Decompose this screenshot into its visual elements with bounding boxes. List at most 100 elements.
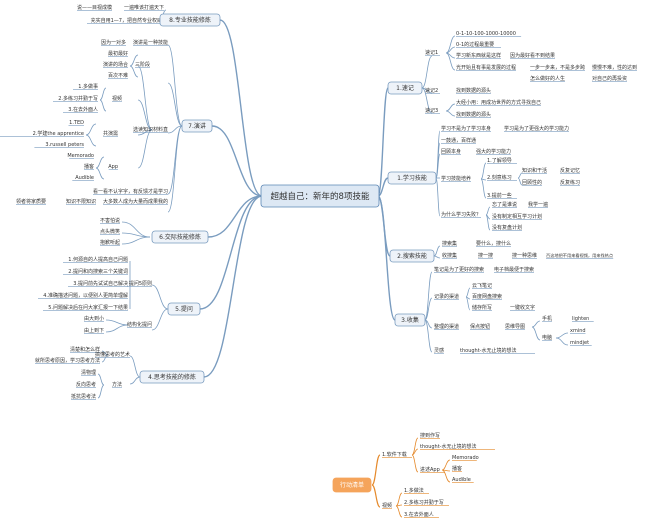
node-s7c[interactable]: 抱歉听起: [100, 239, 120, 246]
node-s4d3b1[interactable]: xmind: [570, 328, 586, 334]
node-ab2[interactable]: 2.多练习并勤于写: [404, 499, 444, 506]
node-s2d2[interactable]: 2.刻意练习: [487, 174, 512, 181]
node-s8c[interactable]: 演讲的场合: [103, 61, 128, 68]
central-topic-box[interactable]: [260, 184, 380, 208]
node-aa3a[interactable]: Memorado: [452, 455, 479, 461]
node-s5d[interactable]: 反向思考: [76, 381, 96, 388]
action-list[interactable]: 行动清单: [340, 481, 364, 489]
node-s8q[interactable]: App: [108, 164, 118, 170]
node-s2a2[interactable]: 学习是为了更强大的学习能力: [504, 125, 569, 132]
node-s4d3a[interactable]: 手机: [542, 315, 552, 322]
node-s1a3[interactable]: 学习新东西就是这样: [456, 52, 501, 59]
node-s2e[interactable]: 为什么学习失败？: [441, 211, 481, 218]
node-s5a[interactable]: 搞懂思考的艺术: [95, 351, 130, 358]
node-s2d3[interactable]: 3.提前一些: [487, 192, 512, 199]
node-s3a[interactable]: 搜索集: [442, 240, 457, 247]
node-s5a1[interactable]: 清楚和怎么样: [70, 346, 100, 353]
branch-b8-box[interactable]: [181, 119, 213, 133]
node-s4c[interactable]: 储存所写: [472, 304, 492, 311]
node-s3a2[interactable]: 要什么，搜什么: [476, 240, 511, 247]
node-s8h[interactable]: 3.在去外面人: [68, 106, 98, 113]
node-s1a4e[interactable]: 对自己的再投资: [592, 75, 627, 82]
node-s8i[interactable]: 视频: [112, 95, 122, 102]
node-s7a[interactable]: 不害怕说: [100, 217, 120, 224]
node-ab[interactable]: 视频: [382, 502, 392, 509]
branch-b1-box[interactable]: [387, 81, 423, 95]
central-topic[interactable]: 超越自己：新年的8项技能: [271, 191, 370, 202]
node-s2d[interactable]: 学习技能培养: [441, 175, 471, 182]
node-s5c[interactable]: 方法: [112, 381, 122, 388]
node-s6e[interactable]: 5.问题解决后在问大家汇报一下结果: [48, 304, 128, 311]
node-s2c2[interactable]: 强大的学习能力: [476, 148, 511, 155]
node-s1b[interactable]: 速记2: [425, 87, 438, 94]
branch-b7[interactable]: 6.交际技能修炼: [159, 233, 201, 241]
node-s1a4d[interactable]: 怎么做好的人生: [530, 75, 565, 82]
node-s5a2[interactable]: 就所思考原因，学习思考方法: [35, 357, 100, 364]
node-s2b[interactable]: 一鼓通，百样通: [441, 137, 476, 144]
node-s8a2[interactable]: 演讲是一种技能: [133, 39, 168, 46]
node-s6b[interactable]: 2.提问和向搜索三个关键词: [68, 268, 128, 275]
branch-b4[interactable]: 3.收集: [401, 316, 419, 324]
node-s8r[interactable]: 选读知识材料直: [133, 126, 168, 133]
branch-b5[interactable]: 4.思考技能的修炼: [148, 373, 196, 381]
branch-b7-box[interactable]: [151, 230, 209, 244]
node-s2d2a[interactable]: 知识和干活: [522, 167, 547, 174]
node-s8d[interactable]: 百次不难: [108, 72, 128, 79]
node-s8u[interactable]: 知识不限知识: [66, 198, 96, 205]
node-s8k[interactable]: 2.学建the apprentice: [33, 130, 84, 137]
node-s6i[interactable]: 结构化提问: [127, 321, 152, 328]
node-ab3[interactable]: 3.在去外面人: [404, 511, 434, 518]
node-s1a[interactable]: 速记1: [425, 49, 438, 56]
node-s9a[interactable]: 说——目视成模: [77, 4, 112, 11]
node-s2d1[interactable]: 1.了解领导: [487, 157, 512, 164]
node-s4d[interactable]: 整理的渠道: [434, 323, 459, 330]
node-s1a2[interactable]: 0-1的过程最重要: [456, 41, 494, 48]
node-s8e[interactable]: 三阶段: [135, 61, 150, 68]
node-s8m[interactable]: 共演需: [103, 130, 118, 137]
node-s8v[interactable]: 大多数人成为大量而成果我的: [103, 198, 168, 205]
node-s1c2[interactable]: 找到数据的源头: [456, 111, 491, 118]
node-s6d[interactable]: 4.准确描述问题，以便别人更简单理解: [43, 292, 128, 299]
node-s9b[interactable]: 一遍唯该打遍天下: [124, 4, 164, 11]
node-s4b1[interactable]: 云飞笔记: [472, 282, 492, 289]
node-s4d3a1[interactable]: lighten: [572, 316, 589, 322]
branch-b1[interactable]: 1.速记: [396, 85, 414, 92]
node-s1a4b[interactable]: 一步一步来，不是多步跨: [530, 64, 585, 71]
branch-b2[interactable]: 1.学习技能: [397, 174, 427, 182]
node-s8a[interactable]: 因为一对多: [101, 39, 126, 46]
branch-b6-box[interactable]: [167, 302, 201, 316]
node-aa3b[interactable]: 播客: [452, 465, 462, 472]
branch-b6[interactable]: 5.提问: [175, 305, 193, 313]
branch-b4-box[interactable]: [394, 313, 426, 327]
node-s7b[interactable]: 点头微笑: [100, 228, 120, 235]
node-s4d3[interactable]: 思维导图: [505, 323, 525, 330]
node-aa2[interactable]: thought-水无止境的想法: [420, 443, 476, 450]
node-s4d2[interactable]: 保点按钮: [470, 323, 490, 330]
node-s3b4[interactable]: 百这地把不用来看视频，用来找热点: [546, 252, 613, 259]
node-s2c[interactable]: 回顾本身: [441, 148, 461, 155]
node-aa3c[interactable]: Audible: [452, 477, 471, 483]
node-s9c[interactable]: 充实自用1—7，把自然专业权威: [91, 17, 162, 24]
node-s8j[interactable]: 1.TED: [69, 120, 84, 126]
node-s6h[interactable]: 由上到下: [84, 327, 104, 334]
branch-b2-box[interactable]: [387, 171, 437, 185]
action-list-box[interactable]: [332, 477, 372, 493]
branch-b3[interactable]: 2.搜索技能: [397, 252, 427, 260]
node-s2d2d[interactable]: 反复练习: [560, 179, 580, 186]
node-s1a4[interactable]: 光开始且有事是发展的过程: [456, 64, 516, 71]
node-s4e[interactable]: 灵感: [434, 347, 444, 354]
node-s4e2[interactable]: thought-水无止境的想法: [460, 347, 516, 354]
node-s3b3[interactable]: 搜一种思维: [512, 252, 537, 259]
node-s2d2c[interactable]: 回顾性的: [522, 179, 542, 186]
branch-b8[interactable]: 7.演讲: [188, 122, 206, 130]
node-s3b2[interactable]: 搜一搜: [478, 252, 493, 259]
node-s1c[interactable]: 速记3: [425, 107, 438, 114]
node-s2e1b[interactable]: 我学一遍: [528, 201, 548, 208]
branch-b3-box[interactable]: [389, 249, 435, 263]
node-s2e2[interactable]: 没有制定相互学习计划: [492, 213, 542, 220]
node-s1a1[interactable]: 0-1-10-100-1000-10000: [456, 31, 516, 37]
node-s8p[interactable]: Audible: [75, 175, 94, 181]
node-s4a2[interactable]: 电子档最便于搜索: [494, 266, 534, 273]
node-aa[interactable]: 1.软件下载: [382, 451, 407, 458]
branch-b9-box[interactable]: [159, 13, 221, 27]
